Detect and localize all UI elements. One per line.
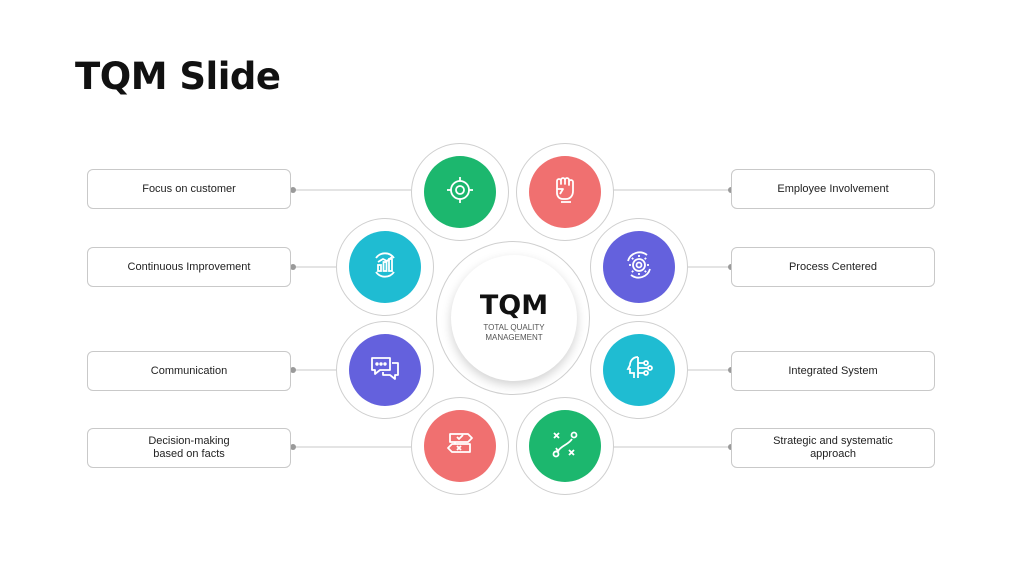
slide-title: TQM Slide [75,55,281,98]
connector-dot [290,367,296,373]
node-employee-involvement [529,156,601,228]
label-communication: Communication [87,351,291,391]
label-strategic-approach: Strategic and systematic approach [731,428,935,468]
label-focus-on-customer: Focus on customer [87,169,291,209]
center-subtitle: TOTAL QUALITY MANAGEMENT [483,322,545,342]
node-continuous-improvement [349,231,421,303]
network-head-icon [624,353,654,388]
label-employee-involvement: Employee Involvement [731,169,935,209]
growth-chart-icon [370,250,400,285]
node-communication [349,334,421,406]
gear-cycle-icon [624,250,654,285]
node-focus-on-customer [424,156,496,228]
label-continuous-improvement: Continuous Improvement [87,247,291,287]
node-process-centered [603,231,675,303]
label-decision-making: Decision-making based on facts [87,428,291,468]
chat-bubbles-icon [369,353,401,388]
node-strategic-approach [529,410,601,482]
connector-dot [290,444,296,450]
target-icon [445,175,475,210]
label-process-centered: Process Centered [731,247,935,287]
node-decision-making [424,410,496,482]
signpost-icon [445,429,475,464]
center-hub: TQM TOTAL QUALITY MANAGEMENT [451,255,577,381]
center-title: TQM [479,289,549,321]
fist-icon [551,175,579,210]
connector-dot [290,264,296,270]
strategy-play-icon [550,429,580,464]
node-integrated-system [603,334,675,406]
connector-dot [290,187,296,193]
label-integrated-system: Integrated System [731,351,935,391]
